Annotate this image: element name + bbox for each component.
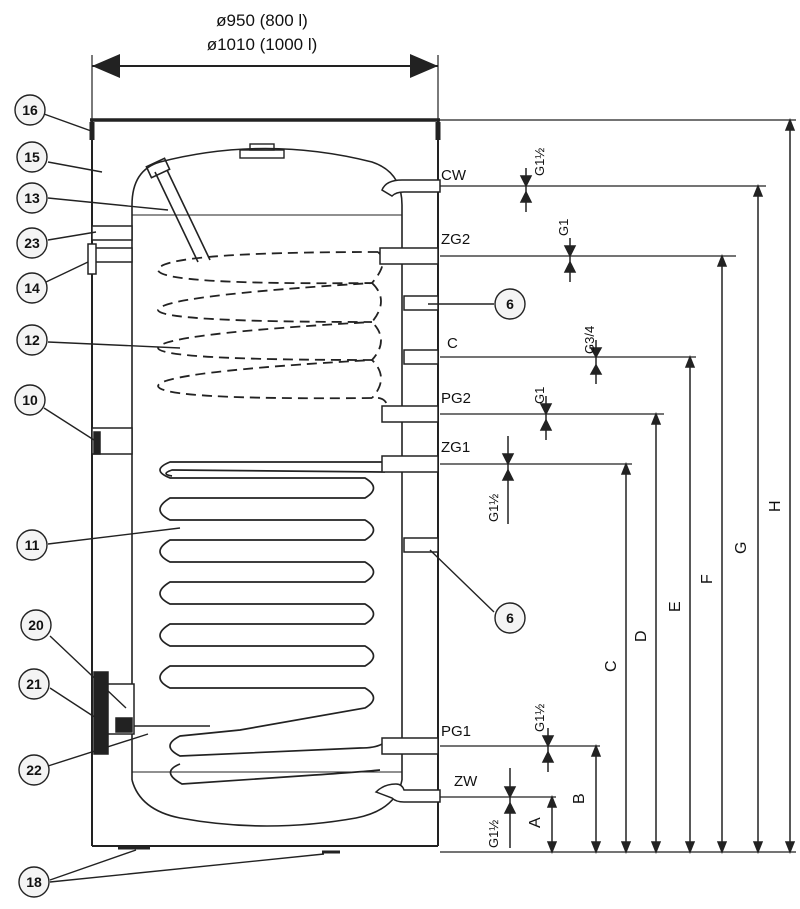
callout-11: 11	[16, 529, 48, 561]
callout-22: 22	[18, 754, 50, 786]
svg-text:12: 12	[24, 332, 40, 348]
svg-text:6: 6	[506, 610, 514, 626]
callout-6-upper: 6	[494, 288, 526, 320]
callout-16: 16	[14, 94, 46, 126]
callout-10: 10	[14, 384, 46, 416]
callout-12: 12	[16, 324, 48, 356]
pg2-stub	[381, 405, 439, 423]
svg-text:11: 11	[25, 537, 40, 553]
right-connections	[374, 179, 441, 803]
svg-text:15: 15	[24, 149, 40, 165]
svg-text:22: 22	[26, 762, 42, 778]
dimension-label-a: A	[527, 817, 544, 828]
thread-markers	[501, 168, 603, 848]
port-label-pg1: PG1	[441, 723, 471, 740]
probe-sleeve	[145, 157, 211, 263]
svg-text:20: 20	[28, 617, 44, 633]
callout-20: 20	[20, 609, 52, 641]
dimension-label-b: B	[571, 793, 588, 804]
port-label-cw: CW	[441, 167, 467, 184]
thread-label-cw: G1½	[532, 148, 547, 176]
zg1-stub	[381, 455, 439, 473]
zw-pipe	[374, 783, 441, 803]
zg2-stub	[379, 247, 439, 265]
svg-text:13: 13	[24, 190, 40, 206]
sensor-sleeve-upper	[403, 295, 439, 311]
thread-label-zw: G1½	[486, 820, 501, 848]
dimension-label-f: F	[699, 574, 716, 584]
svg-text:23: 23	[24, 235, 40, 251]
port-label-zg1: ZG1	[441, 439, 470, 456]
thread-label-pg1: G1½	[532, 704, 547, 732]
c-stub	[403, 349, 439, 365]
callouts: 16 15 13 23 14 12 10 11 20 21 22 18 6 6	[14, 94, 526, 898]
lower-coil	[159, 461, 386, 785]
pg1-stub	[381, 737, 439, 755]
thread-label-pg2: G1	[532, 387, 547, 404]
port-label-c: C	[447, 335, 458, 352]
port-label-pg2: PG2	[441, 390, 471, 407]
callout-23: 23	[16, 227, 48, 259]
leader-lines	[43, 113, 495, 883]
callout-15: 15	[16, 141, 48, 173]
callout-13: 13	[16, 182, 48, 214]
inner-tank	[131, 143, 403, 827]
callout-6-lower: 6	[494, 602, 526, 634]
thread-label-zg2: G1	[556, 219, 571, 236]
callout-14: 14	[16, 272, 48, 304]
cw-pipe	[381, 179, 441, 197]
callout-21: 21	[18, 668, 50, 700]
svg-text:18: 18	[26, 874, 42, 890]
svg-text:10: 10	[22, 392, 38, 408]
left-connections	[87, 225, 210, 755]
svg-text:21: 21	[26, 676, 42, 692]
diameter-label-800: ø950 (800 l)	[216, 11, 308, 30]
dimension-label-g: G	[733, 542, 750, 554]
svg-text:6: 6	[506, 296, 514, 312]
dimension-label-e: E	[667, 601, 684, 612]
port-label-zg2: ZG2	[441, 231, 470, 248]
height-dimensions	[546, 117, 796, 855]
thread-label-c: G3/4	[582, 326, 597, 354]
reference-lines	[440, 119, 796, 853]
dimension-label-d: D	[633, 630, 650, 642]
diameter-label-1000: ø1010 (1000 l)	[207, 35, 318, 54]
dimension-label-h: H	[767, 500, 784, 512]
dimension-label-c: C	[603, 660, 620, 672]
svg-text:16: 16	[22, 102, 38, 118]
thread-label-zg1: G1½	[486, 494, 501, 522]
svg-text:14: 14	[24, 280, 40, 296]
upper-coil	[157, 251, 389, 409]
sensor-sleeve-lower	[403, 537, 439, 553]
port-label-zw: ZW	[454, 773, 478, 790]
callout-18: 18	[18, 866, 50, 898]
outer-jacket	[89, 118, 441, 847]
